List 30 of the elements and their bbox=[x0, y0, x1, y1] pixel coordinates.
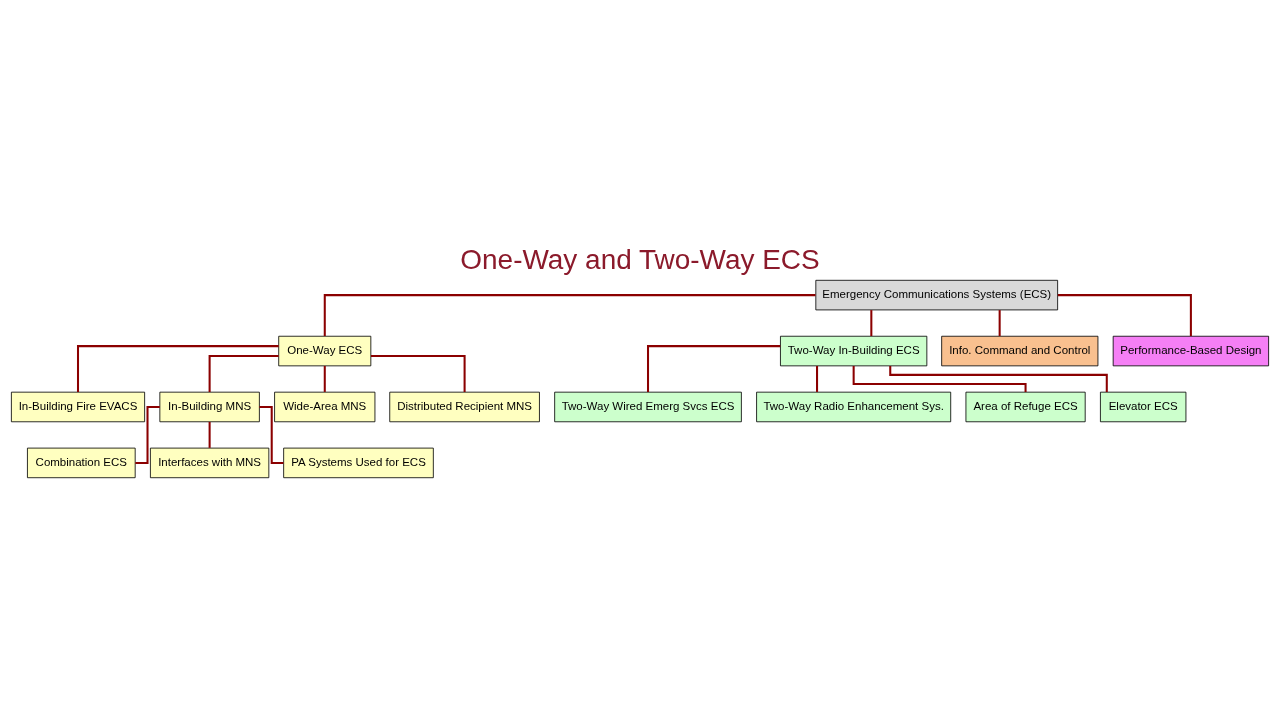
connector bbox=[323, 365, 326, 392]
node-box: Two-Way Wired Emerg Svcs ECS bbox=[554, 391, 742, 422]
connector bbox=[816, 365, 819, 392]
connector bbox=[870, 309, 873, 336]
connector bbox=[998, 309, 1001, 336]
node-box: Two-Way Radio Enhancement Sys. bbox=[756, 391, 952, 422]
connector bbox=[647, 344, 781, 392]
node-box: Combination ECS bbox=[27, 447, 136, 478]
connector bbox=[323, 293, 816, 336]
connector bbox=[135, 405, 160, 464]
node-box: Distributed Recipient MNS bbox=[389, 391, 540, 422]
node-box: In-Building MNS bbox=[159, 391, 260, 422]
connector bbox=[77, 344, 279, 392]
node-box: One-Way ECS bbox=[278, 335, 372, 366]
connector bbox=[208, 354, 279, 392]
connector bbox=[1057, 293, 1192, 336]
node-box: Area of Refuge ECS bbox=[965, 391, 1086, 422]
node-box: Performance-Based Design bbox=[1112, 335, 1270, 366]
node-box: PA Systems Used for ECS bbox=[283, 447, 434, 478]
node-box: Interfaces with MNS bbox=[150, 447, 270, 478]
node-box: In-Building Fire EVACS bbox=[10, 391, 146, 422]
node-box: Info. Command and Control bbox=[941, 335, 1099, 366]
connector bbox=[259, 405, 284, 464]
connector bbox=[208, 421, 211, 448]
diagram-title: One-Way and Two-Way ECS bbox=[460, 243, 820, 275]
connector bbox=[370, 354, 466, 392]
node-box: Wide-Area MNS bbox=[274, 391, 376, 422]
node-box: Elevator ECS bbox=[1100, 391, 1187, 422]
node-box: Two-Way In-Building ECS bbox=[780, 335, 928, 366]
node-box: Emergency Communications Systems (ECS) bbox=[815, 279, 1059, 310]
